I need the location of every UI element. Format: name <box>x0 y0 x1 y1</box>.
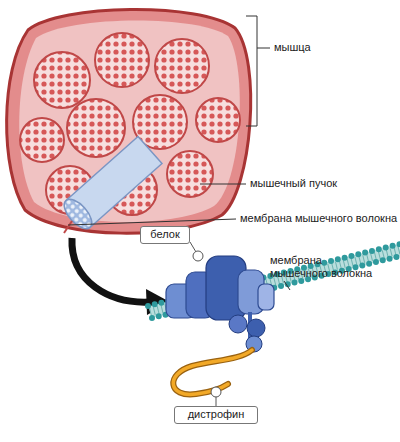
fascicle <box>67 99 125 157</box>
node-text: дистрофин <box>175 407 257 421</box>
bracket <box>246 16 270 126</box>
fiber-membrane-label: мембрана мышечного волокна <box>240 212 398 225</box>
protein-part <box>247 319 265 337</box>
fascicle <box>95 33 149 87</box>
callout-marker <box>193 251 203 261</box>
protein-part <box>258 284 274 310</box>
muscle-outline <box>7 9 251 233</box>
leader-line <box>200 184 246 185</box>
fascicle <box>20 118 64 162</box>
node-text: белок <box>141 227 189 241</box>
protein-label-box: белок <box>140 226 190 244</box>
dystrophin-label-box: дистрофин <box>174 406 258 424</box>
leader-line <box>284 281 290 290</box>
leader-line <box>190 242 196 252</box>
leader-line <box>68 219 236 225</box>
fascicle <box>34 52 90 108</box>
bundle-label: мышечный пучок <box>250 177 390 190</box>
fascicle <box>155 39 209 93</box>
membrane-label: мембрана мышечного волокна <box>270 254 374 280</box>
muscle-label: мышца <box>274 41 374 54</box>
callout-marker <box>211 387 221 397</box>
fiber <box>64 221 72 233</box>
fascicle <box>167 151 213 197</box>
protein-part <box>229 315 247 333</box>
protein-complex <box>166 256 274 352</box>
zoom-arrow <box>72 238 150 302</box>
bundle-end <box>59 195 96 234</box>
fascicle <box>196 98 240 142</box>
